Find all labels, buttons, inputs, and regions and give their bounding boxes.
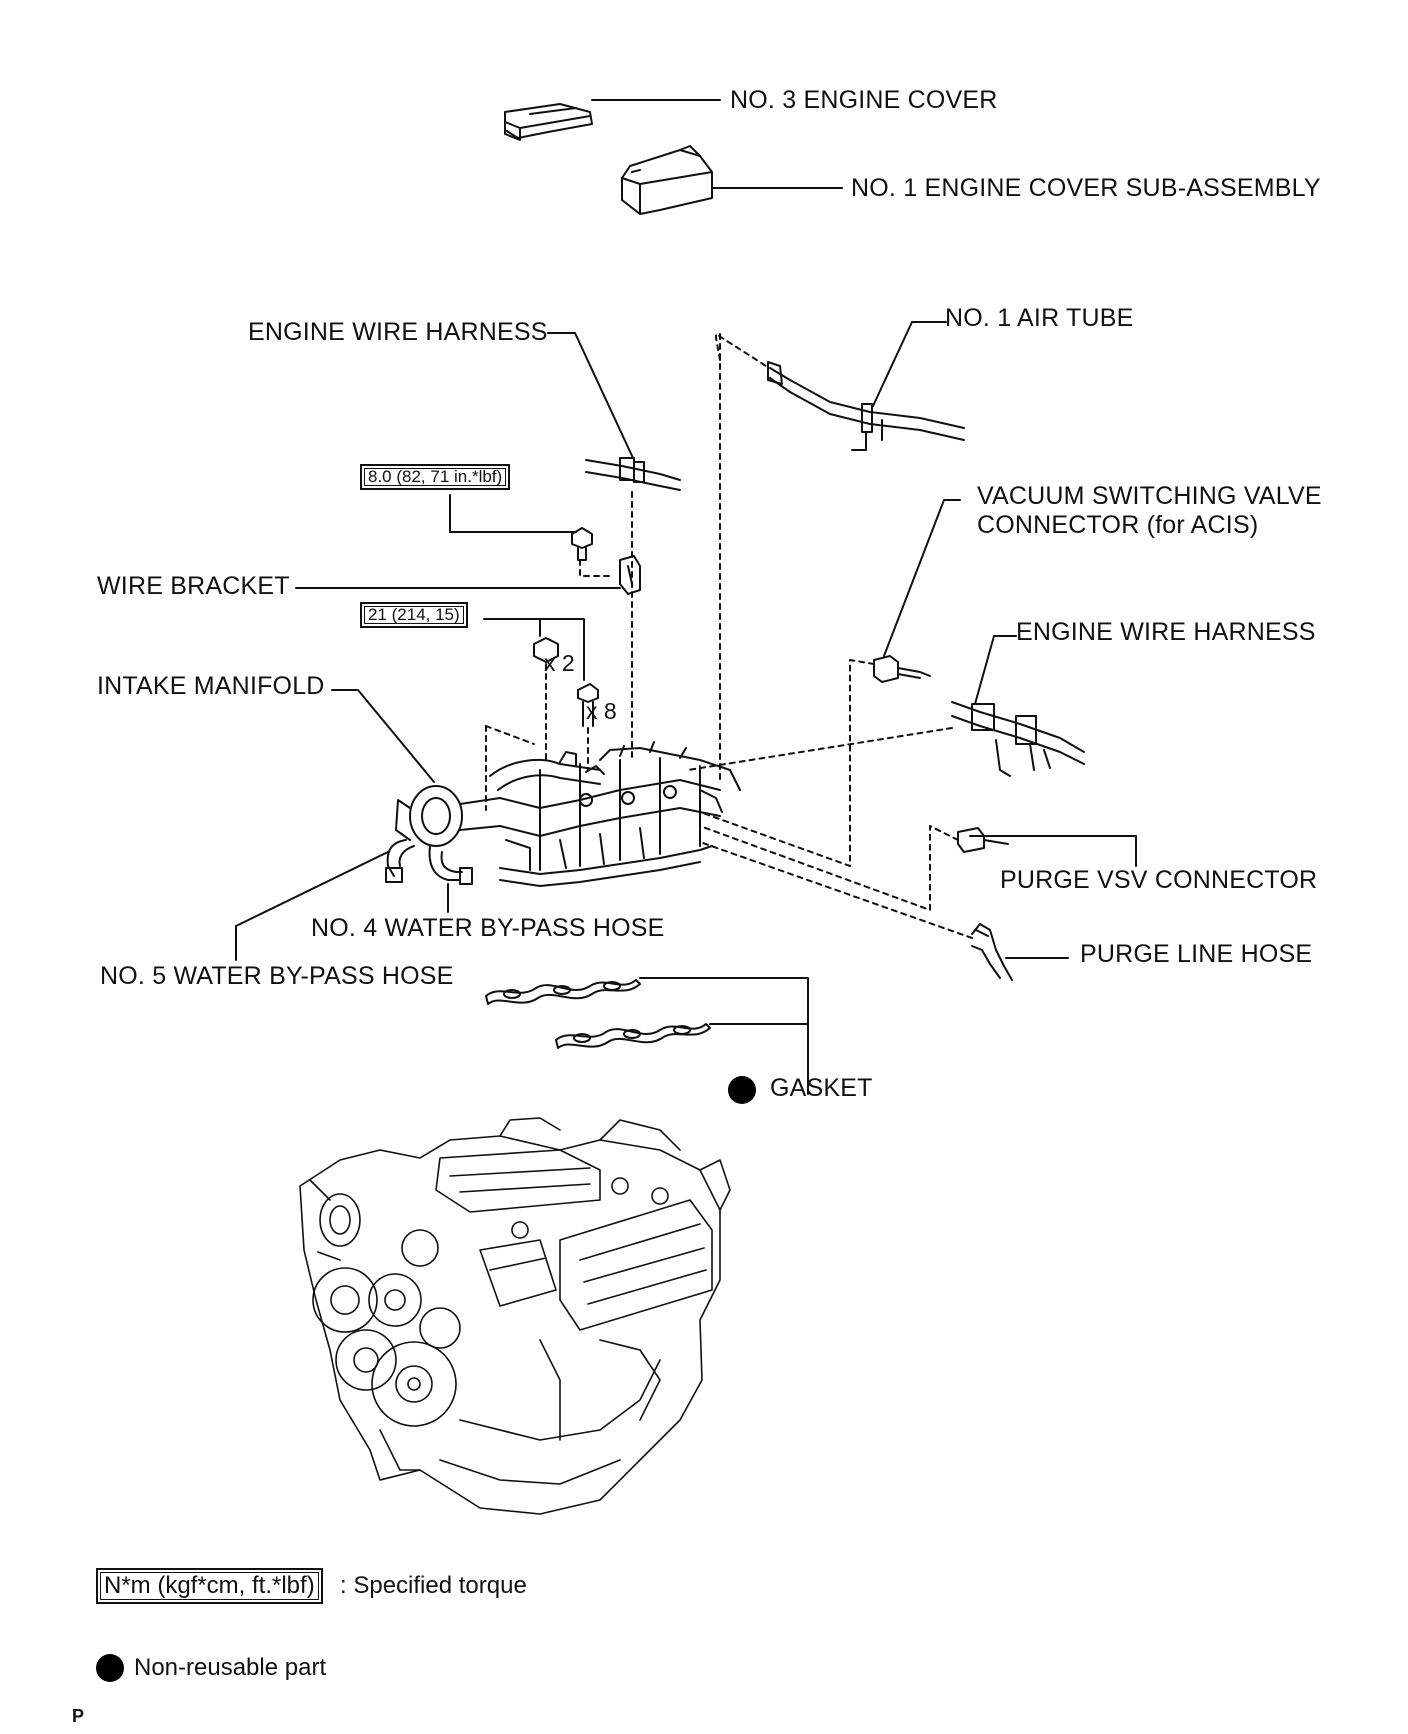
purge-line-hose-drawing	[972, 924, 1012, 980]
label-engine-wire-harness-right: ENGINE WIRE HARNESS	[1016, 618, 1316, 646]
engine-wire-harness-top-drawing	[586, 458, 680, 490]
intake-manifold-drawing	[396, 742, 740, 886]
vsv-connector-drawing	[874, 656, 930, 682]
label-gasket: GASKET	[770, 1074, 873, 1102]
purge-vsv-leader	[970, 836, 1136, 866]
label-purge-vsv-connector: PURGE VSV CONNECTOR	[1000, 866, 1318, 894]
bracket-bolt-drawing	[572, 528, 592, 560]
label-engine-wire-harness-top: ENGINE WIRE HARNESS	[248, 318, 548, 346]
bolt-dash	[580, 560, 612, 576]
harness-right-dash	[688, 728, 952, 770]
torque-box-manifold: 21 (214, 15)	[360, 602, 468, 628]
air-tube-dash	[716, 334, 766, 366]
gasket-upper-drawing	[486, 980, 640, 1004]
legend-nonreusable-text: Non-reusable part	[134, 1654, 327, 1681]
label-no1-air-tube: NO. 1 AIR TUBE	[945, 304, 1134, 332]
engine-block-drawing	[300, 1118, 730, 1514]
nut-drawing	[534, 638, 558, 662]
no1-air-tube-drawing	[768, 362, 964, 450]
intake-manifold-leader	[332, 690, 434, 782]
manifold-bolt-drawing	[578, 684, 598, 726]
label-vsv-connector: VACUUM SWITCHING VALVE CONNECTOR (for AC…	[977, 482, 1322, 539]
no3-engine-cover-drawing	[505, 104, 592, 140]
label-no3-engine-cover: NO. 3 ENGINE COVER	[730, 86, 998, 114]
air-tube-leader	[873, 322, 946, 406]
torque-box-bracket-bolt: 8.0 (82, 71 in.*lbf)	[360, 464, 511, 490]
no5-hose-leader	[236, 852, 388, 960]
quantity-nuts: x 2	[544, 650, 575, 676]
engine-wire-harness-top-leader	[548, 333, 633, 458]
label-wire-bracket: WIRE BRACKET	[97, 572, 290, 600]
page-mark: P	[72, 1706, 85, 1726]
label-purge-line-hose: PURGE LINE HOSE	[1080, 940, 1313, 968]
manifold-left-dash2	[486, 726, 534, 744]
no4-water-bypass-hose-drawing	[430, 846, 472, 884]
engine-wire-harness-right-leader	[975, 636, 1016, 704]
bracket-bolt-torque-leader	[450, 495, 576, 532]
vsv-connector-leader	[884, 500, 960, 656]
nonreusable-dot-gasket	[728, 1076, 756, 1104]
label-intake-manifold: INTAKE MANIFOLD	[97, 672, 325, 700]
purge-line-dash	[700, 842, 972, 938]
vsv-dash	[700, 660, 874, 866]
gasket-leader-upper	[640, 978, 808, 1094]
label-no4-water-bypass-hose: NO. 4 WATER BY-PASS HOSE	[311, 914, 665, 942]
quantity-bolts: x 8	[586, 698, 617, 724]
legend-nonreusable-dot	[96, 1654, 124, 1682]
no5-water-bypass-hose-drawing	[386, 840, 414, 882]
label-no5-water-bypass-hose: NO. 5 WATER BY-PASS HOSE	[100, 962, 454, 990]
no1-engine-cover-drawing	[622, 146, 712, 214]
legend-torque-box: N*m (kgf*cm, ft.*lbf)	[96, 1568, 323, 1604]
legend-torque-text: : Specified torque	[340, 1572, 527, 1599]
gasket-lower-drawing	[556, 1024, 710, 1048]
engine-wire-harness-right-drawing	[952, 702, 1084, 776]
manifold-torque-leader	[484, 619, 584, 680]
purge-vsv-connector-drawing	[958, 828, 1008, 852]
wire-bracket-drawing	[620, 556, 640, 594]
label-no1-engine-cover: NO. 1 ENGINE COVER SUB-ASSEMBLY	[851, 174, 1321, 202]
purge-vsv-dash	[700, 826, 958, 910]
